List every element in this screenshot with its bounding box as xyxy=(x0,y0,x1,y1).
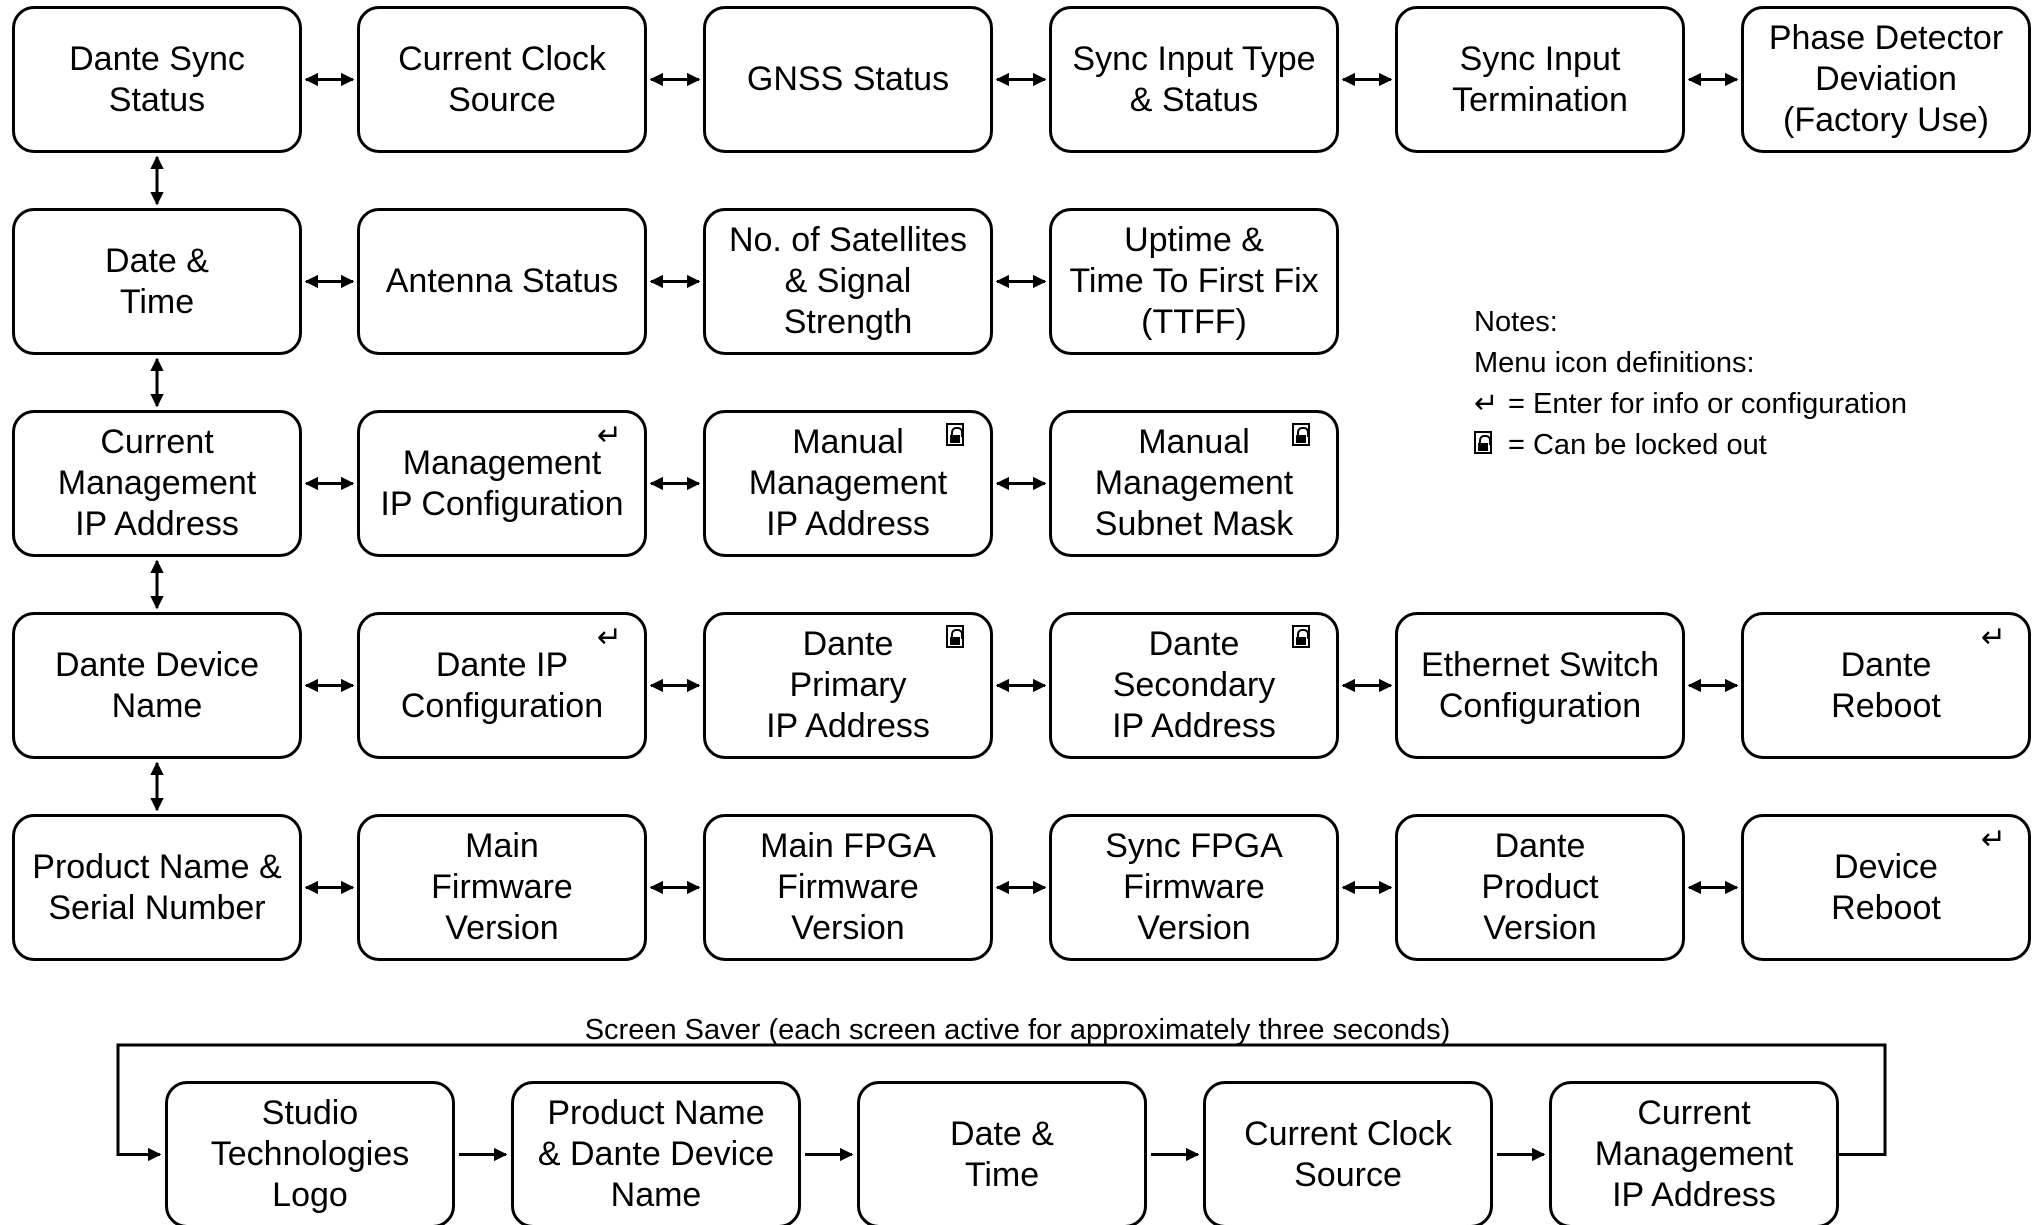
menu-box-dante-reboot: Dante Reboot ↵ xyxy=(1741,612,2031,759)
menu-box-manual-management-ip: Manual Management IP Address xyxy=(703,410,993,557)
menu-box-label: Dante Reboot xyxy=(1831,645,1941,725)
menu-box-label: Manual Management IP Address xyxy=(748,423,948,543)
notes-lock-text: = Can be locked out xyxy=(1508,429,1767,461)
menu-box-dante-secondary-ip: Dante Secondary IP Address xyxy=(1049,612,1339,759)
menu-box-label: Date & Time xyxy=(105,241,209,321)
menu-box-label: GNSS Status xyxy=(746,60,950,98)
menu-box-label: Ethernet Switch Configuration xyxy=(1420,645,1660,725)
menu-box-label: Antenna Status xyxy=(385,262,619,300)
enter-icon: ↵ xyxy=(596,621,622,654)
enter-icon: ↵ xyxy=(1980,823,2006,856)
notes-legend: Notes: Menu icon definitions: ↵ = Enter f… xyxy=(1474,302,1907,466)
screen-saver-box-clock-source: Current Clock Source xyxy=(1203,1081,1493,1225)
menu-box-label: Uptime & Time To First Fix (TTFF) xyxy=(1069,221,1319,341)
notes-subheading: Menu icon definitions: xyxy=(1474,347,1755,379)
menu-box-label: Dante Device Name xyxy=(54,645,260,725)
menu-box-current-management-ip: Current Management IP Address xyxy=(12,410,302,557)
enter-icon: ↵ xyxy=(1980,621,2006,654)
screen-saver-box-date-time: Date & Time xyxy=(857,1081,1147,1225)
notes-lock-definition: = Can be locked out xyxy=(1474,425,1907,466)
menu-box-uptime-ttff: Uptime & Time To First Fix (TTFF) xyxy=(1049,208,1339,355)
screen-saver-label: Product Name & Dante Device Name xyxy=(537,1094,775,1214)
menu-box-main-fpga-version: Main FPGA Firmware Version xyxy=(703,814,993,961)
screen-saver-box-product-device-name: Product Name & Dante Device Name xyxy=(511,1081,801,1225)
lock-icon xyxy=(1292,625,1310,652)
lock-icon xyxy=(1292,423,1310,450)
menu-box-label: Dante IP Configuration xyxy=(400,645,604,725)
notes-enter-text: = Enter for info or configuration xyxy=(1508,388,1907,420)
menu-box-dante-ip-configuration: Dante IP Configuration↵ xyxy=(357,612,647,759)
menu-box-label: Dante Sync Status xyxy=(69,39,245,119)
menu-box-label: Dante Primary IP Address xyxy=(766,625,930,745)
screen-saver-label: Studio Technologies Logo xyxy=(210,1094,410,1214)
lock-icon xyxy=(946,625,964,652)
menu-box-label: Manual Management Subnet Mask xyxy=(1094,423,1294,543)
menu-box-dante-product-version: Dante Product Version xyxy=(1395,814,1685,961)
lock-icon xyxy=(946,423,964,450)
menu-box-product-name-serial: Product Name & Serial Number xyxy=(12,814,302,961)
screen-saver-label: Date & Time xyxy=(950,1114,1054,1194)
menu-box-date-time: Date & Time xyxy=(12,208,302,355)
screen-saver-label: Current Clock Source xyxy=(1244,1114,1452,1194)
menu-box-label: No. of Satellites & Signal Strength xyxy=(728,221,968,341)
menu-box-sync-input-type: Sync Input Type & Status xyxy=(1049,6,1339,153)
loop-arrow xyxy=(116,1043,1887,1162)
menu-box-main-firmware-version: Main Firmware Version xyxy=(357,814,647,961)
menu-box-label: Current Management IP Address xyxy=(57,423,257,543)
menu-box-label: Phase Detector Deviation (Factory Use) xyxy=(1768,19,2004,139)
menu-box-manual-subnet-mask: Manual Management Subnet Mask xyxy=(1049,410,1339,557)
screen-saver-box-management-ip: Current Management IP Address xyxy=(1549,1081,1839,1225)
menu-box-label: Sync FPGA Firmware Version xyxy=(1105,827,1283,947)
menu-box-label: Main Firmware Version xyxy=(431,827,573,947)
menu-box-management-ip-configuration: Management IP Configuration↵ xyxy=(357,410,647,557)
screen-saver-box-logo: Studio Technologies Logo xyxy=(165,1081,455,1225)
menu-box-dante-device-name: Dante Device Name xyxy=(12,612,302,759)
menu-box-label: Dante Secondary IP Address xyxy=(1112,625,1276,745)
enter-icon: ↵ xyxy=(1474,388,1499,420)
menu-box-label: Device Reboot xyxy=(1831,847,1941,927)
menu-box-sync-fpga-version: Sync FPGA Firmware Version xyxy=(1049,814,1339,961)
menu-box-label: Sync Input Type & Status xyxy=(1072,39,1316,119)
menu-box-label: Management IP Configuration xyxy=(380,443,624,523)
screen-saver-title: Screen Saver (each screen active for app… xyxy=(584,1014,1451,1046)
menu-box-label: Sync Input Termination xyxy=(1452,39,1628,119)
menu-box-label: Dante Product Version xyxy=(1481,827,1599,947)
enter-icon: ↵ xyxy=(596,419,622,452)
menu-box-label: Main FPGA Firmware Version xyxy=(760,827,936,947)
menu-box-satellites-signal: No. of Satellites & Signal Strength xyxy=(703,208,993,355)
menu-box-current-clock-source: Current Clock Source xyxy=(357,6,647,153)
notes-heading: Notes: xyxy=(1474,306,1558,338)
menu-box-phase-detector-deviation: Phase Detector Deviation (Factory Use) xyxy=(1741,6,2031,153)
menu-box-ethernet-switch-configuration: Ethernet Switch Configuration xyxy=(1395,612,1685,759)
menu-box-dante-sync-status: Dante Sync Status xyxy=(12,6,302,153)
menu-box-label: Current Clock Source xyxy=(398,39,606,119)
notes-enter-definition: ↵ = Enter for info or configuration xyxy=(1474,384,1907,425)
menu-box-dante-primary-ip: Dante Primary IP Address xyxy=(703,612,993,759)
menu-box-label: Product Name & Serial Number xyxy=(32,847,282,927)
screen-saver-label: Current Management IP Address xyxy=(1594,1094,1794,1214)
menu-box-sync-input-termination: Sync Input Termination xyxy=(1395,6,1685,153)
menu-box-antenna-status: Antenna Status xyxy=(357,208,647,355)
lock-icon xyxy=(1474,425,1508,466)
menu-box-device-reboot: Device Reboot ↵ xyxy=(1741,814,2031,961)
menu-box-gnss-status: GNSS Status xyxy=(703,6,993,153)
